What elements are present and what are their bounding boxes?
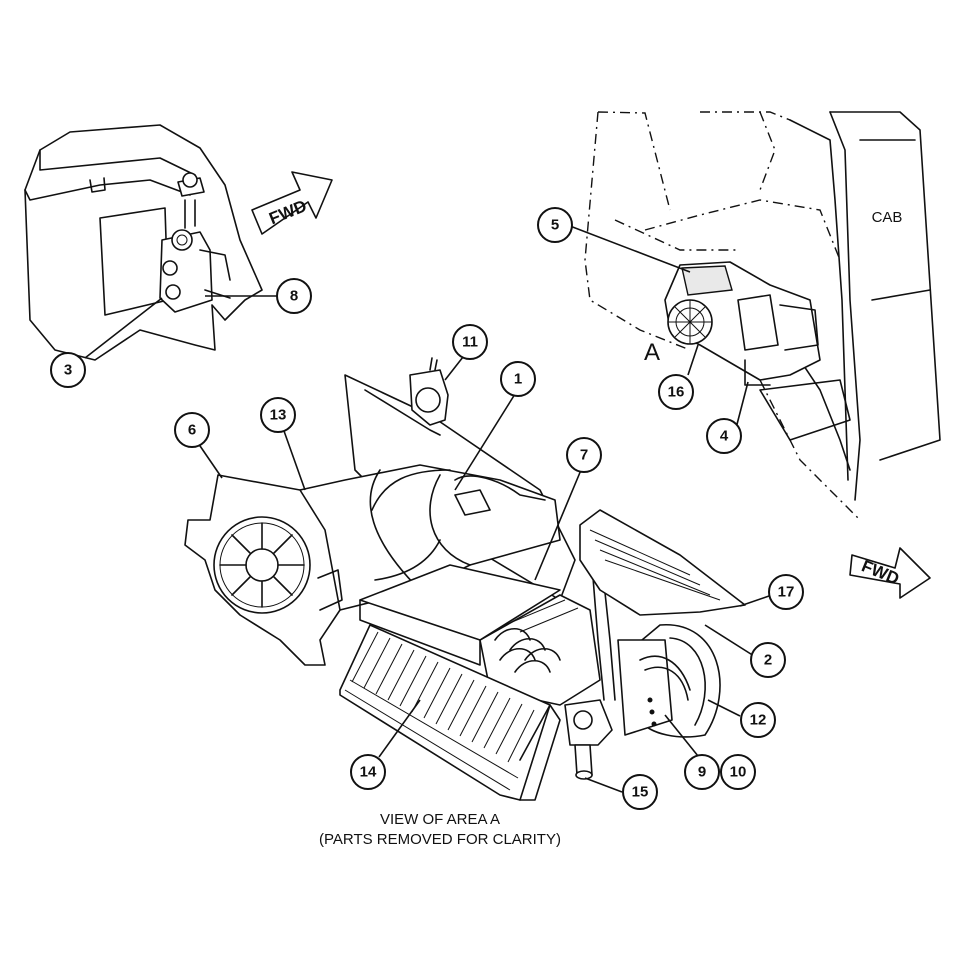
svg-text:5: 5 <box>551 217 559 234</box>
callout-16: 16 <box>658 374 694 410</box>
svg-text:15: 15 <box>632 784 649 801</box>
caption-parts-removed: (PARTS REMOVED FOR CLARITY) <box>319 831 561 848</box>
svg-text:7: 7 <box>580 447 588 464</box>
callout-14: 14 <box>350 754 386 790</box>
svg-text:1: 1 <box>514 371 522 388</box>
callout-5: 5 <box>537 207 573 243</box>
cab-label: CAB <box>872 209 903 226</box>
svg-text:16: 16 <box>668 384 685 401</box>
leader-lines <box>84 225 770 793</box>
callout-15: 15 <box>622 774 658 810</box>
callout-9: 9 <box>684 754 720 790</box>
svg-text:11: 11 <box>462 334 478 351</box>
caption-view-of-area: VIEW OF AREA A <box>380 811 500 828</box>
svg-text:10: 10 <box>730 764 747 781</box>
callout-4: 4 <box>706 418 742 454</box>
cab-view <box>584 111 941 521</box>
callout-6: 6 <box>174 412 210 448</box>
callout-13: 13 <box>260 397 296 433</box>
heater-core-fins <box>344 631 535 791</box>
callout-3: 3 <box>50 352 86 388</box>
callout-7: 7 <box>566 437 602 473</box>
fwd-label-bottom: FWD <box>859 556 902 588</box>
svg-text:14: 14 <box>360 764 377 781</box>
svg-text:3: 3 <box>64 362 72 379</box>
fwd-arrow-top: FWD <box>251 171 333 235</box>
callout-8: 8 <box>276 278 312 314</box>
callout-2: 2 <box>750 642 786 678</box>
callout-12: 12 <box>740 702 776 738</box>
svg-text:17: 17 <box>778 584 795 601</box>
svg-text:4: 4 <box>720 428 729 445</box>
callout-1: 1 <box>500 361 536 397</box>
svg-text:12: 12 <box>750 712 767 729</box>
callout-11: 11 <box>452 324 488 360</box>
callout-17: 17 <box>768 574 804 610</box>
svg-text:13: 13 <box>270 407 287 424</box>
callout-10: 10 <box>720 754 756 790</box>
svg-text:6: 6 <box>188 422 196 439</box>
svg-text:2: 2 <box>764 652 772 669</box>
fwd-arrow-bottom: FWD <box>849 547 931 599</box>
detail-expansion-valve-view <box>24 124 263 361</box>
main-hvac-assembly <box>184 357 746 801</box>
area-a-label: A <box>644 339 660 366</box>
svg-text:8: 8 <box>290 288 298 305</box>
svg-text:9: 9 <box>698 764 706 781</box>
